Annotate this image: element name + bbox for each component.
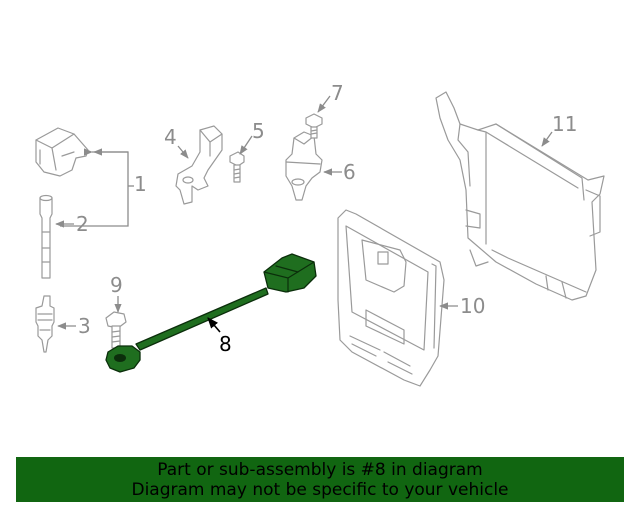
crankshaft-sensor: [285, 131, 323, 201]
camshaft-sensor: [175, 125, 223, 205]
info-banner: Part or sub-assembly is #8 in diagram Di…: [16, 457, 624, 502]
callout-11: 11: [552, 112, 577, 136]
callout-10: 10: [460, 294, 485, 318]
spark-plug: [35, 295, 55, 353]
callout-3: 3: [78, 314, 91, 338]
callout-1: 1: [134, 172, 147, 196]
knock-sensor: [105, 253, 317, 373]
engine-control-module: [337, 209, 445, 387]
callout-9: 9: [110, 273, 123, 297]
banner-line-2: Diagram may not be specific to your vehi…: [131, 479, 509, 500]
bolt-7: [305, 113, 323, 139]
callout-4: 4: [164, 125, 177, 149]
ecu-bracket: [435, 91, 605, 301]
callout-2: 2: [76, 212, 89, 236]
callout-5: 5: [252, 119, 265, 143]
bolt-5: [229, 151, 245, 183]
callout-6: 6: [343, 160, 356, 184]
leader-lines: [55, 95, 553, 333]
ignition-coil: [35, 127, 89, 177]
callout-8: 8: [219, 332, 232, 356]
coil-extension-tube: [39, 194, 53, 279]
bolt-9: [105, 311, 127, 349]
callout-7: 7: [331, 81, 344, 105]
banner-line-1: Part or sub-assembly is #8 in diagram: [157, 459, 483, 480]
